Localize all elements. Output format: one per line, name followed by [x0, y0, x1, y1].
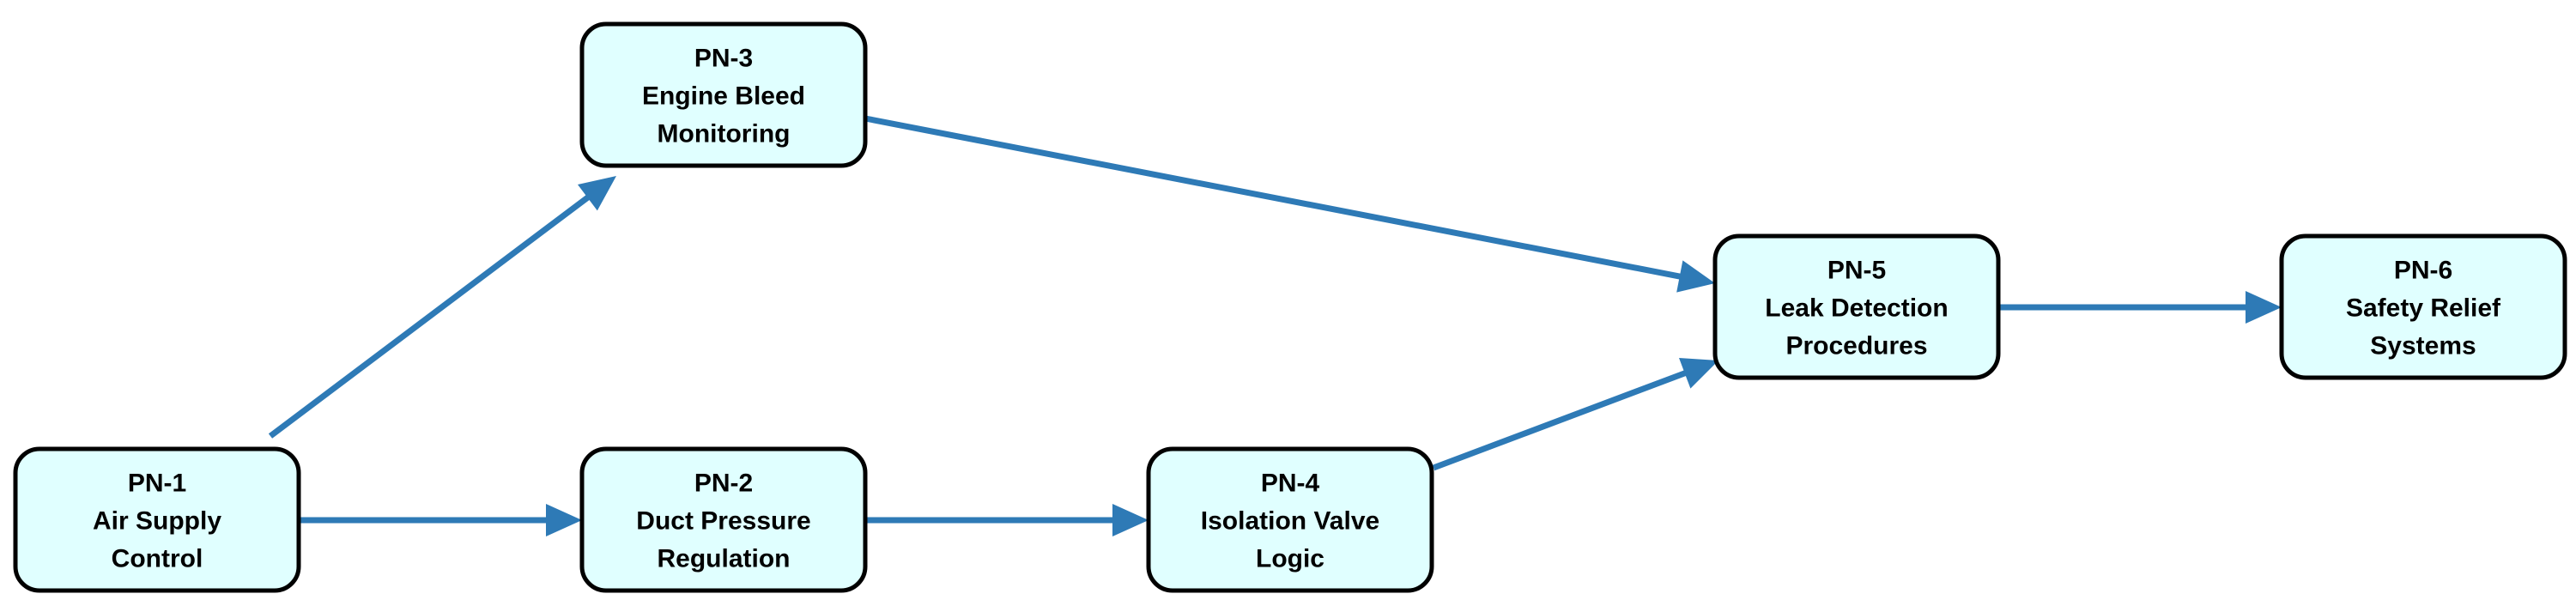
node-id-label: PN-6: [2394, 257, 2452, 285]
node-title-line: Safety Relief: [2346, 294, 2501, 323]
node-box: [13, 446, 301, 593]
node-box: [1712, 233, 2001, 380]
arrowhead-icon: [546, 504, 582, 536]
node-title-line: Logic: [1256, 545, 1324, 573]
edges-layer: [268, 115, 2282, 536]
arrowhead-icon: [1678, 358, 1718, 389]
arrowhead-icon: [1676, 260, 1715, 293]
edge-line: [268, 194, 591, 439]
node-title-line: Leak Detection: [1765, 294, 1948, 323]
edge-pn-5-to-pn-6: [1998, 291, 2282, 324]
edge-pn-1-to-pn-2: [299, 504, 582, 536]
node-title-line: Air Supply: [93, 507, 221, 536]
node-title-line: Engine Bleed: [642, 82, 805, 111]
edge-line: [864, 115, 1682, 280]
arrowhead-icon: [1112, 504, 1149, 536]
edge-line: [1432, 369, 1688, 471]
node-id-label: PN-3: [694, 45, 753, 73]
node-id-label: PN-2: [694, 470, 753, 498]
arrowhead-icon: [2246, 291, 2282, 324]
node-title-line: Monitoring: [658, 120, 791, 148]
edge-pn-3-to-pn-5: [864, 115, 1715, 293]
node-title-line: Procedures: [1785, 332, 1927, 361]
node-id-label: PN-5: [1827, 257, 1886, 285]
edge-pn-4-to-pn-5: [1432, 358, 1718, 471]
node-title-line: Duct Pressure: [636, 507, 810, 536]
node-id-label: PN-4: [1261, 470, 1320, 498]
node-box: [1146, 446, 1434, 593]
edge-pn-2-to-pn-4: [865, 504, 1149, 536]
node-id-label: PN-1: [128, 470, 186, 498]
edge-pn-1-to-pn-3: [268, 176, 616, 439]
node-box: [579, 446, 868, 593]
node-title-line: Systems: [2370, 332, 2476, 361]
node-title-line: Control: [112, 545, 203, 573]
node-title-line: Regulation: [658, 545, 791, 573]
node-box: [579, 21, 868, 168]
node-title-line: Isolation Valve: [1201, 507, 1379, 536]
arrowhead-icon: [578, 176, 616, 211]
node-box: [2279, 233, 2567, 380]
